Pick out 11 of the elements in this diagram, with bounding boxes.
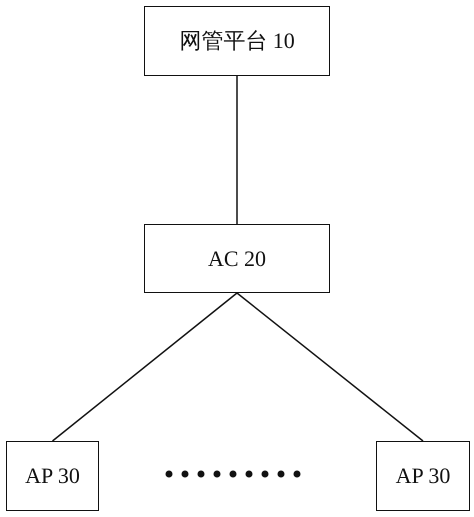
- device-box: [376, 441, 470, 511]
- device-box: [6, 441, 99, 511]
- box-label: AC 20: [208, 246, 266, 272]
- device-box: [144, 6, 330, 76]
- box-label: AP 30: [396, 463, 450, 489]
- box-label: AP 30: [25, 463, 80, 489]
- device-box: [144, 224, 330, 293]
- connector-line: [236, 76, 238, 224]
- connector-line: [52, 292, 238, 442]
- connector-line: [236, 292, 424, 442]
- box-label: 网管平台 10: [179, 27, 295, 55]
